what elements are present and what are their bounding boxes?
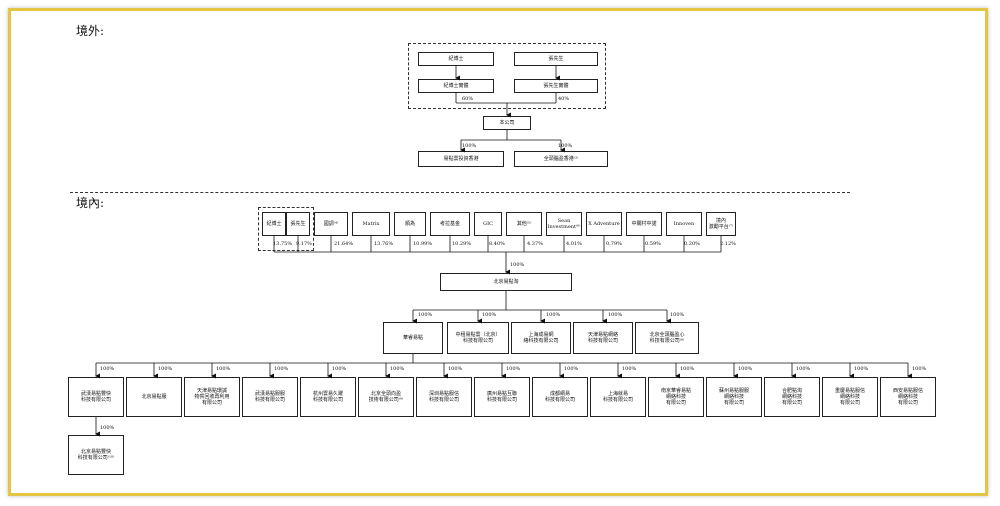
level3-box: 杭州雲易久躍 科技有限公司 (300, 377, 356, 417)
founder-box-zhang: 張先生 (514, 52, 598, 66)
level2-pct: 100% (482, 312, 497, 318)
shareholder-pct: 8.40% (489, 241, 505, 247)
level3-pct: 100% (564, 366, 579, 372)
level3-box: 蘇州易點服服 網絡科技 有限公司 (706, 377, 762, 417)
shareholder-pct: 4.01% (566, 241, 582, 247)
shareholder-box: X Adventure (586, 212, 622, 236)
shareholder-pct: 21.64% (334, 241, 354, 247)
level3-box: 合肥點淘 網絡科技 有限公司 (764, 377, 820, 417)
shareholder-box: 紀博士 (262, 212, 286, 236)
shareholder-box: Sean Investment⁽⁶⁾ (546, 212, 582, 236)
level2-pct: 100% (608, 312, 623, 318)
level3-box: 北京易點服 (126, 377, 182, 417)
section-divider (70, 192, 850, 193)
level3-box: 西安易點服信 網絡科技 有限公司 (880, 377, 936, 417)
level3-pct: 100% (622, 366, 637, 372)
holdco-pct-ji: 60% (462, 96, 474, 102)
shareholder-pct: 10.29% (452, 241, 472, 247)
level3-box: 成都網易 科技有限公司 (532, 377, 588, 417)
shareholder-pct: 9.17% (296, 241, 312, 247)
level2-pct: 100% (670, 312, 685, 318)
level3-pct: 100% (158, 366, 173, 372)
level3-pct: 100% (100, 366, 115, 372)
shareholder-pct: 13.75% (273, 241, 293, 247)
sub-pct-1: 100% (558, 143, 573, 149)
overseas-heading: 境外: (76, 24, 105, 38)
level3-pct: 100% (854, 366, 869, 372)
shareholder-box: 考拉基金 (430, 212, 470, 236)
level3-box: 深圳易點服信 科技有限公司 (416, 377, 472, 417)
shareholder-box: 國調⁽⁴⁾ (314, 212, 348, 236)
level3-pct: 100% (738, 366, 753, 372)
level3-box: 武漢易點豐快 科技有限公司 (68, 377, 124, 417)
shareholder-box: 境內 激勵平台⁽⁷⁾ (706, 212, 736, 236)
level4-box: 北京易點豐快 科技有限公司⁽¹⁰⁾ (68, 435, 124, 475)
shareholder-pct: 2.12% (720, 241, 736, 247)
domestic-heading: 境內: (76, 196, 105, 210)
level3-pct: 100% (274, 366, 289, 372)
shareholder-pct: 10.99% (413, 241, 433, 247)
opco-pct: 100% (510, 262, 525, 268)
shareholder-pct: 0.59% (645, 241, 661, 247)
shareholder-pct: 0.20% (684, 241, 700, 247)
shareholder-box: 中關村中諾 (626, 212, 662, 236)
level2-box: 華睿易點 (383, 322, 443, 354)
shareholder-pct: 13.76% (374, 241, 394, 247)
shareholder-box: Innoven (666, 212, 702, 236)
shareholder-box: 其他⁽⁵⁾ (506, 212, 542, 236)
level2-pct: 100% (546, 312, 561, 318)
level3-box: 南京華睿易點 網絡科技 有限公司 (648, 377, 704, 417)
level2-pct: 100% (418, 312, 433, 318)
sub-pct-0: 100% (462, 143, 477, 149)
level3-box: 上海就易 科技有限公司 (590, 377, 646, 417)
level2-box: 中租易點雲（北京） 科技有限公司 (447, 322, 509, 354)
domestic-founder-group-outline (258, 207, 314, 251)
level3-pct: 100% (332, 366, 347, 372)
level4-pct: 100% (100, 425, 115, 431)
shareholder-pct: 4.37% (527, 241, 543, 247)
level3-box: 廣州易點互聯 科技有限公司 (474, 377, 530, 417)
level3-pct: 100% (506, 366, 521, 372)
level3-pct: 100% (390, 366, 405, 372)
shareholder-box: Matrix (352, 212, 390, 236)
level3-pct: 100% (448, 366, 463, 372)
holdco-pct-zhang: 40% (558, 96, 570, 102)
shareholder-box: 順為 (394, 212, 426, 236)
level3-pct: 100% (912, 366, 927, 372)
shareholder-box: GIC (474, 212, 502, 236)
level2-box: 天津易點網絡 科技有限公司 (573, 322, 633, 354)
shareholder-box: 張先生 (286, 212, 310, 236)
shareholder-pct: 0.79% (606, 241, 622, 247)
level3-box: 天津易點環誠 物貿回收再利用 有限公司 (184, 377, 240, 417)
level3-pct: 100% (216, 366, 231, 372)
level3-pct: 100% (796, 366, 811, 372)
level3-pct: 100% (680, 366, 695, 372)
founder-box-ji: 紀博士 (418, 52, 494, 66)
